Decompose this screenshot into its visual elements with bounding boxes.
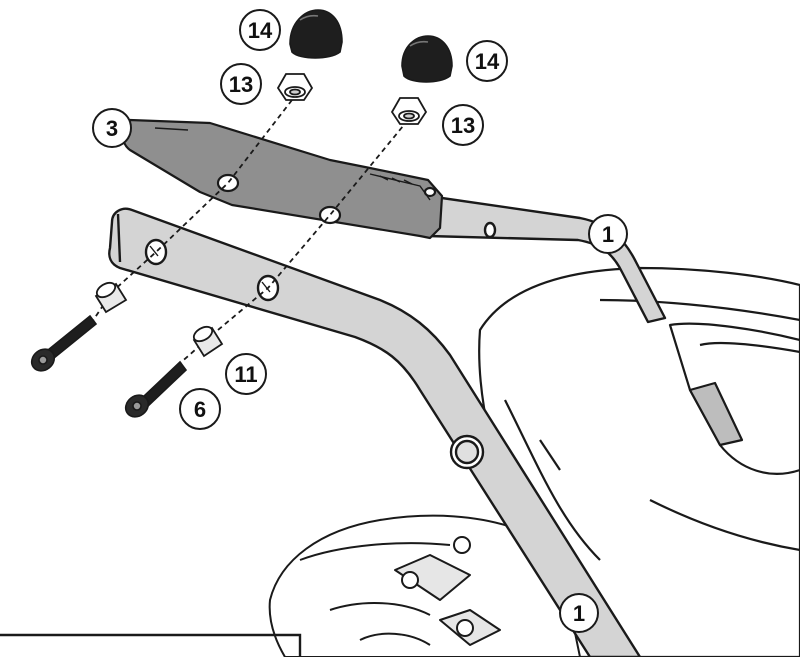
callout-label: 13 (229, 72, 253, 97)
callout-11: 11 (225, 353, 267, 395)
nut-left (276, 73, 314, 101)
callout-14-left: 14 (239, 9, 281, 51)
callout-13-left: 13 (220, 63, 262, 105)
callout-1-top: 1 (588, 214, 628, 254)
cap-left (289, 9, 343, 59)
motorcycle-subframe (268, 514, 581, 657)
callout-13-right: 13 (442, 104, 484, 146)
callout-label: 3 (106, 116, 118, 141)
callout-14-right: 14 (466, 40, 508, 82)
callout-label: 1 (573, 601, 585, 626)
callout-label: 1 (602, 222, 614, 247)
callout-label: 14 (475, 49, 500, 74)
callout-3: 3 (92, 108, 132, 148)
nut-right (390, 97, 428, 125)
callout-label: 6 (194, 397, 206, 422)
bolt-right (124, 360, 188, 418)
instruction-box-border (0, 633, 302, 657)
spacer-left (94, 281, 128, 314)
cap-right (401, 35, 453, 83)
callout-label: 13 (451, 113, 475, 138)
callout-label: 11 (234, 362, 257, 387)
bolt-left (30, 314, 98, 372)
callout-label: 14 (248, 18, 273, 43)
callout-6: 6 (179, 388, 221, 430)
callout-1-bottom: 1 (559, 593, 599, 633)
spacer-right (192, 325, 224, 358)
